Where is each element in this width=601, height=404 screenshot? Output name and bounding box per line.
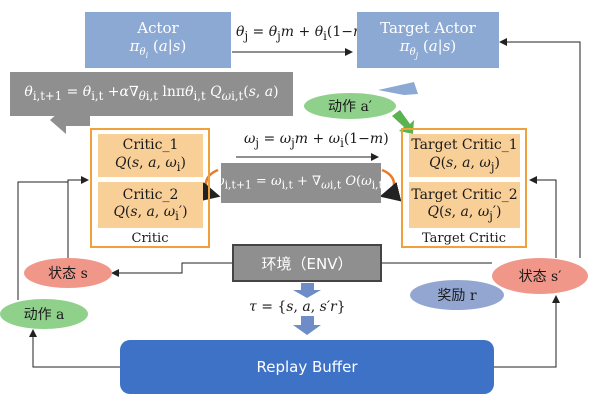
target-critic-2-title: Target Critic_2	[411, 186, 518, 203]
target-actor-title: Target Actor	[380, 18, 476, 37]
critic-2-q: Q(s, a, ωi′)	[113, 204, 188, 223]
critic-caption: Critic	[131, 231, 169, 246]
critic-gradient-formula: ωi,t+1 = ωi,t + ∇ωi,t O(ωi,t)	[213, 173, 389, 192]
critic-2-box: Critic_2 Q(s, a, ωi′)	[98, 182, 203, 228]
actor-soft-update-formula: θj = θjm + θi(1−m)	[236, 24, 372, 43]
state-s-prime-label: 状态 s′	[518, 269, 562, 285]
critic-1-q: Q(s, a, ωi)	[115, 154, 186, 174]
state-s-prime-ellipse: 状态 s′	[492, 258, 588, 294]
target-critic-1-box: Target Critic_1 Q(s, a, ωj)	[409, 134, 520, 178]
critic-1-title: Critic_1	[122, 137, 179, 154]
critic-1-box: Critic_1 Q(s, a, ωi)	[98, 134, 203, 178]
env-down-arrow	[293, 283, 321, 298]
target-critic-1-title: Target Critic_1	[411, 137, 518, 154]
left-update-arrow	[198, 168, 221, 202]
actor-policy: πθi (a|s)	[129, 37, 187, 61]
target-actor-to-action-arrow	[378, 82, 418, 95]
critic-soft-update-formula: ωj = ωjm + ωi(1−m)	[244, 131, 389, 150]
target-critic-caption: Target Critic	[422, 231, 506, 246]
critic-2-title: Critic_2	[122, 186, 179, 203]
reward-r-ellipse: 奖励 r	[410, 280, 504, 310]
action-prime-ellipse: 动作 a′	[304, 93, 396, 119]
buffer-to-right-arrow	[494, 295, 560, 368]
state-prime-to-target-critic-arrow	[529, 176, 557, 258]
target-critic-frame	[401, 128, 527, 248]
replay-buffer-label: Replay Buffer	[256, 358, 358, 376]
state-to-critic-arrow	[67, 176, 89, 258]
right-update-arrow	[379, 168, 402, 202]
target-critic-2-box: Target Critic_2 Q(s, a, ωj′)	[409, 182, 520, 228]
actor-gradient-formula: θi,t+1 = θi,t +α∇θi,t lnπθi,t Qωi,t(s, a…	[24, 84, 279, 104]
action-prime-label: 动作 a′	[328, 99, 372, 115]
environment-box: 环境（ENV）	[232, 244, 382, 282]
critic-frame	[90, 128, 210, 248]
actor-title: Actor	[137, 18, 179, 37]
critic-gradient-box: ωi,t+1 = ωi,t + ∇ωi,t O(ωi,t)	[214, 163, 388, 203]
env-to-state-arrow	[111, 262, 232, 277]
state-prime-to-target-actor-arrow	[499, 38, 581, 258]
target-actor-policy: πθj (a|s)	[399, 37, 457, 61]
buffer-to-left-arrow	[29, 329, 120, 368]
transition-tuple: τ = {s, a, s′r}	[249, 299, 346, 315]
target-actor-box: Target Actor πθj (a|s)	[357, 12, 499, 68]
tau-down-arrow	[293, 316, 321, 335]
replay-buffer-box: Replay Buffer	[120, 340, 494, 394]
action-a-ellipse: 动作 a	[0, 299, 88, 329]
target-critic-2-q: Q(s, a, ωj′)	[427, 204, 502, 223]
actor-gradient-box: θi,t+1 = θi,t +α∇θi,t lnπθi,t Qωi,t(s, a…	[10, 72, 293, 116]
action-a-label: 动作 a	[23, 307, 65, 323]
state-s-ellipse: 状态 s	[24, 258, 112, 288]
actor-box: Actor πθi (a|s)	[85, 12, 231, 68]
reward-r-label: 奖励 r	[437, 288, 477, 304]
environment-label: 环境（ENV）	[261, 254, 353, 273]
action-to-actor-arrow	[17, 181, 68, 300]
state-s-label: 状态 s	[48, 266, 88, 282]
target-critic-1-q: Q(s, a, ωj)	[429, 154, 500, 174]
